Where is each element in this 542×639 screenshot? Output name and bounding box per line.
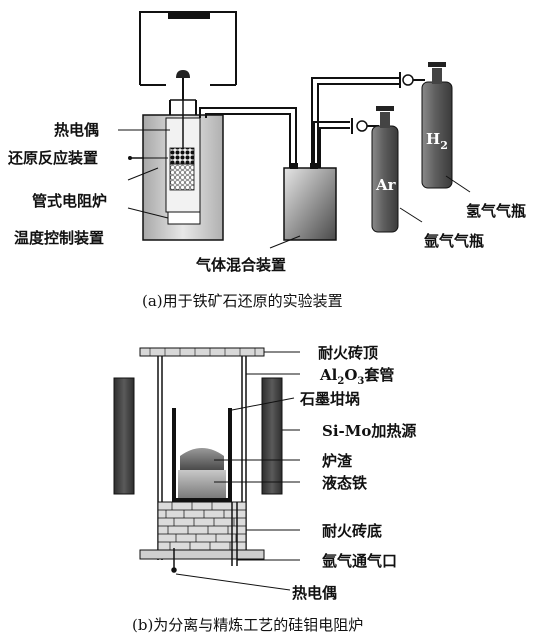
heater-left: [113, 377, 135, 495]
label-tube-furnace: 管式电阻炉: [32, 192, 107, 210]
argon-cylinder: Ar: [371, 106, 399, 233]
label-refractory-bottom: 耐火砖底: [322, 522, 382, 540]
sample-basket: [169, 147, 195, 191]
caption-b: (b)为分离与精炼工艺的硅钼电阻炉: [132, 616, 363, 634]
gauge-h2: [399, 72, 425, 88]
temp-control-box: [167, 211, 201, 225]
gas-pipes-inlet: [311, 77, 400, 168]
label-argon-cylinder: 氩气气瓶: [424, 232, 484, 250]
gas-mixer-box: [283, 167, 337, 241]
gas-pipe-outlet: [199, 107, 297, 168]
leader-lines-b: [175, 351, 300, 591]
hood: [139, 11, 237, 86]
label-molten-iron: 液态铁: [322, 474, 367, 492]
thermocouple-b: [171, 548, 177, 573]
label-reduction-device: 还原反应装置: [7, 149, 98, 167]
base-slab: [139, 549, 265, 560]
label-slag: 炉渣: [322, 452, 353, 470]
caption-a: (a)用于铁矿石还原的实验装置: [142, 292, 343, 310]
ar-label: Ar: [375, 176, 397, 194]
figure-a: Ar H2 热电偶 还原反应装置 管式电阻炉 温度控制装置 气体混合装置 氩气气…: [7, 11, 526, 310]
label-refractory-top: 耐火砖顶: [318, 344, 378, 362]
label-gas-mixer: 气体混合装置: [195, 256, 286, 274]
label-thermocouple-b: 热电偶: [292, 584, 337, 602]
label-temp-control: 温度控制装置: [14, 229, 104, 247]
label-hydrogen-cylinder: 氢气气瓶: [466, 202, 526, 220]
heater-right: [261, 377, 283, 495]
label-alumina-tube: Al2O3套管: [319, 366, 394, 387]
hydrogen-cylinder: H2: [421, 62, 453, 189]
label-crucible: 石墨坩埚: [299, 390, 360, 408]
refractory-top: [139, 347, 265, 357]
label-heater: Si-Mo加热源: [322, 422, 416, 440]
graphite-crucible: [172, 408, 232, 502]
label-thermocouple-a: 热电偶: [54, 121, 99, 139]
gauge-ar: [351, 118, 379, 134]
h2-label: H2: [426, 130, 448, 152]
suspension-rod: [176, 70, 190, 100]
argon-inlet-pipe: [231, 502, 238, 566]
figure-b: 耐火砖顶 Al2O3套管 石墨坩埚 Si-Mo加热源 炉渣 液态铁 耐火砖底 氩…: [113, 344, 416, 634]
refractory-bottom: [157, 501, 247, 551]
leader-lines-a: [118, 129, 471, 249]
label-argon-inlet: 氩气通气口: [322, 552, 397, 570]
